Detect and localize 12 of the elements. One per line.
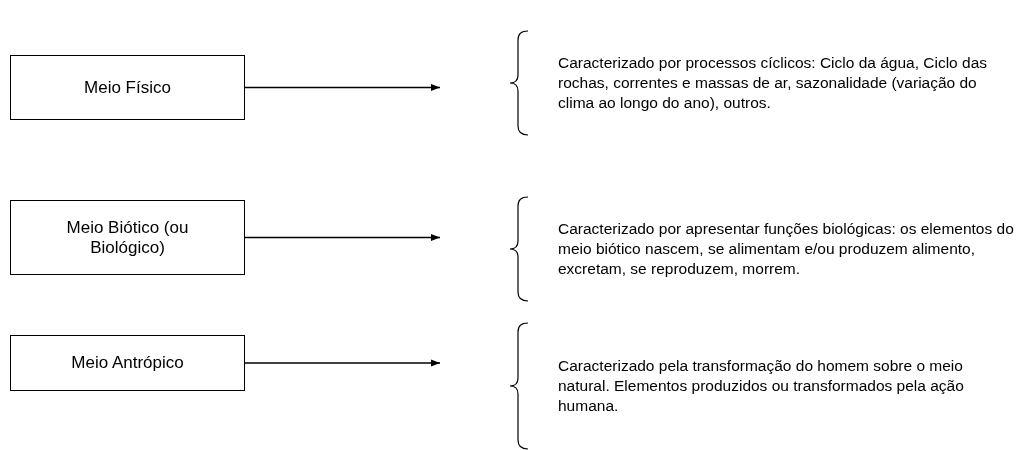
arrow xyxy=(244,233,441,242)
description-text: Caracterizado pela transformação do homem sobre o meio natural. Elementos produzidos ou transformados pela ação humana. xyxy=(558,355,965,417)
label-box xyxy=(10,200,245,275)
label-box xyxy=(10,55,245,120)
arrow xyxy=(244,359,441,367)
label-box xyxy=(10,335,245,391)
description-text: Caracterizado por processos cíclicos: Ciclo da água, Ciclo das rochas, correntes e massas de ar, sazonalidade (variação do clima ao longo do ano), outros. xyxy=(558,52,989,114)
description-text: Caracterizado por apresentar funções biológicas: os elementos do meio biótico nascem, se alimentam e/ou produzem alimento, excretam, se reproduzem, morrem. xyxy=(558,218,1015,280)
box-label: Meio Biótico (ou Biológico) xyxy=(65,217,190,258)
box-label: Meio Antrópico xyxy=(71,353,184,373)
arrow xyxy=(244,83,441,92)
box-label: Meio Físico xyxy=(84,77,171,98)
